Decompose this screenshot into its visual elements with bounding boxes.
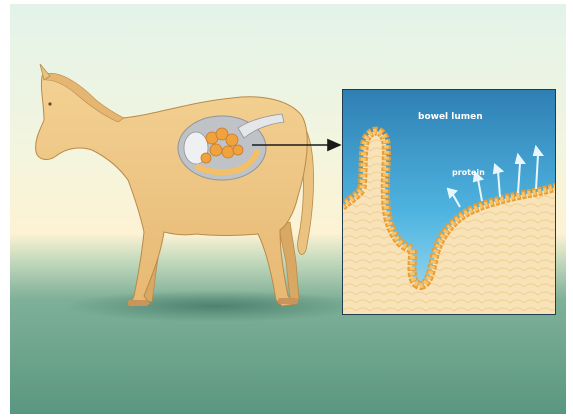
- bowel-lumen-label: bowel lumen: [418, 112, 483, 122]
- protein-label: protein: [452, 168, 485, 177]
- intestine-inset: bowel lumen protein: [342, 89, 556, 315]
